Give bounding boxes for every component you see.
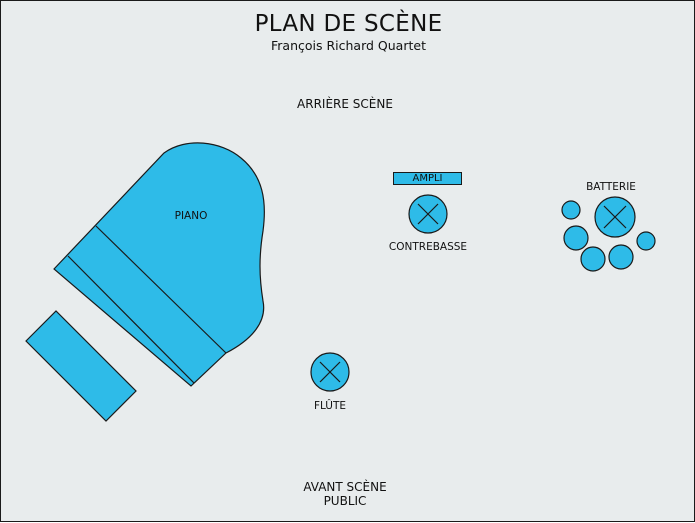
- drum-kit: [561, 196, 656, 272]
- amp-box: AMPLI: [393, 172, 462, 185]
- double-bass-icon: [408, 194, 448, 234]
- flute-label: FLÛTE: [313, 400, 347, 412]
- piano-body: [53, 142, 265, 387]
- amp-label: AMPLI: [412, 173, 443, 184]
- drum-snare: [580, 246, 606, 272]
- drums-label: BATTERIE: [586, 181, 636, 193]
- drum-cymbal-small: [561, 200, 581, 220]
- piano-bench: [25, 310, 137, 422]
- drum-cymbal-right: [636, 231, 656, 251]
- audience-label: PUBLIC: [323, 494, 367, 508]
- piano-keyboard-line: [95, 225, 227, 354]
- stage-front-label: AVANT SCÈNE: [303, 480, 387, 494]
- stage-back-label: ARRIÈRE SCÈNE: [297, 97, 393, 111]
- page-title: PLAN DE SCÈNE: [254, 11, 443, 37]
- drum-tom-left: [563, 225, 589, 251]
- flute-icon: [310, 352, 350, 392]
- page-subtitle: François Richard Quartet: [271, 38, 426, 53]
- piano-keyboard-edge: [67, 255, 195, 384]
- piano-label: PIANO: [174, 210, 208, 222]
- double-bass-label: CONTREBASSE: [388, 241, 468, 253]
- drum-floor-tom: [608, 244, 634, 270]
